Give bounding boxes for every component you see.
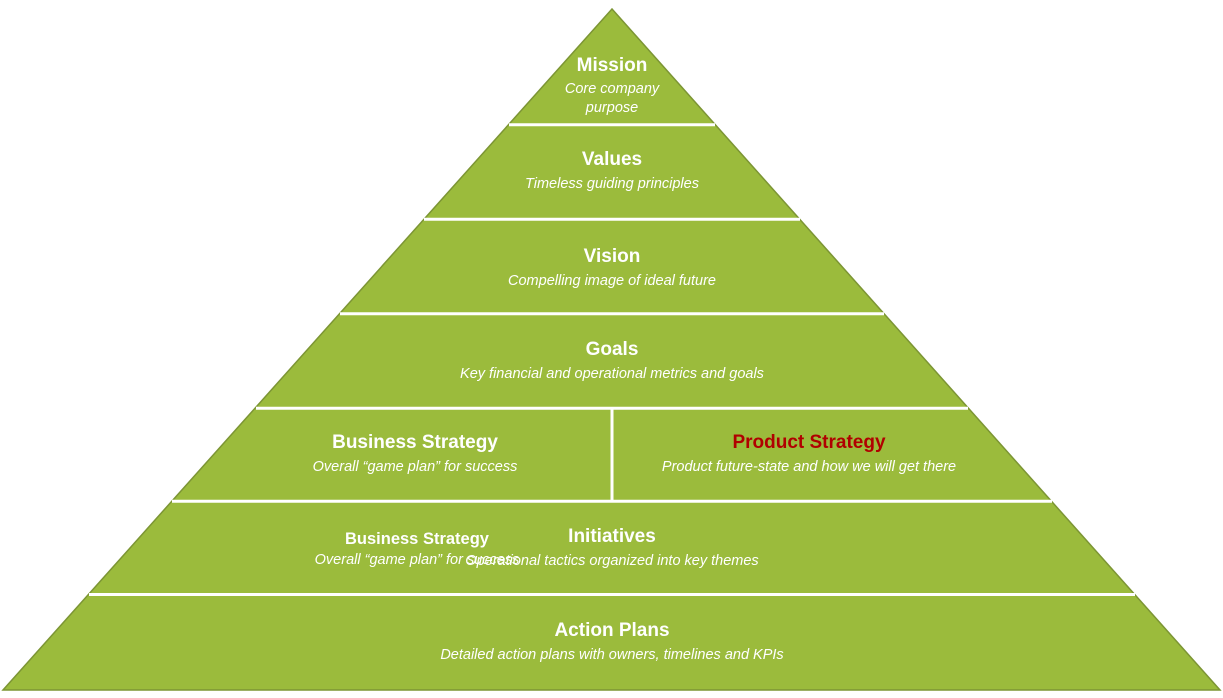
tier-business-strategy: Business Strategy Overall “game plan” fo… (265, 432, 565, 476)
pyramid-shape (1, 7, 1222, 691)
product-strategy-desc: Product future-state and how we will get… (661, 458, 957, 475)
initiatives-overlay-title: Business Strategy (345, 530, 489, 548)
business-strategy-title: Business Strategy (332, 432, 498, 453)
initiatives-title: Initiatives (568, 526, 656, 547)
tier-product-strategy: Product Strategy Product future-state an… (634, 432, 984, 476)
vision-desc: Compelling image of ideal future (508, 272, 716, 289)
product-strategy-title: Product Strategy (732, 432, 886, 453)
initiatives-desc: Operational tactics organized into key t… (465, 552, 759, 569)
tier-goals: Goals Key financial and operational metr… (312, 339, 912, 383)
tier-initiatives: Initiatives Operational tactics organize… (412, 526, 812, 570)
tier-initiatives-overlay: Business Strategy Overall “game plan” fo… (267, 530, 567, 569)
business-strategy-desc: Overall “game plan” for success (312, 458, 518, 475)
values-title: Values (581, 149, 643, 170)
action-plans-title: Action Plans (554, 620, 670, 641)
goals-title: Goals (585, 339, 639, 360)
initiatives-overlay-desc: Overall “game plan” for success (314, 551, 520, 568)
tier-vision: Vision Compelling image of ideal future (362, 246, 862, 290)
goals-desc: Key financial and operational metrics an… (460, 365, 764, 382)
vision-title: Vision (583, 246, 641, 267)
values-desc: Timeless guiding principles (525, 175, 699, 192)
tier-separators (89, 123, 1135, 596)
action-plans-desc: Detailed action plans with owners, timel… (440, 646, 784, 663)
tier-action-plans: Action Plans Detailed action plans with … (362, 620, 862, 664)
mission-title: Mission (576, 55, 648, 76)
mission-desc: Core company purpose (564, 80, 660, 117)
tier-values: Values Timeless guiding principles (412, 149, 812, 193)
tier-mission: Mission Core company purpose (512, 55, 712, 119)
